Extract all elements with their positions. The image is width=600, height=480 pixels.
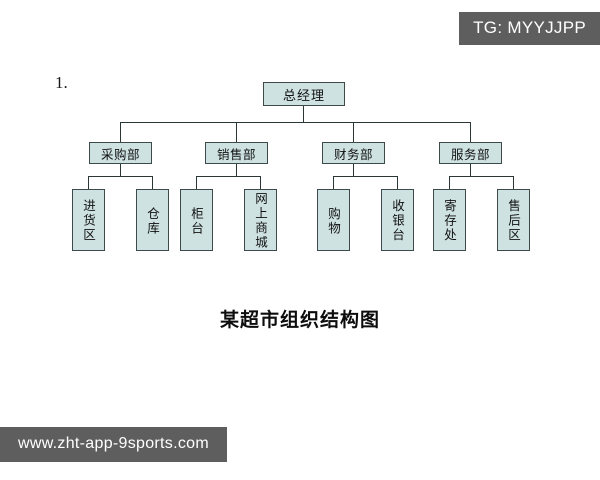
tag-watermark-badge: TG: MYYJJPP [459, 12, 600, 45]
connector-drop-leaf-1b [152, 176, 153, 189]
org-node-leaf-1a: 进货区 [72, 189, 105, 251]
connector-drop-leaf-4a [449, 176, 450, 189]
org-node-dept-1-label: 采购部 [100, 146, 140, 162]
connector-stem-dept-4 [470, 164, 471, 176]
org-node-leaf-4b-label: 售后区 [506, 199, 521, 243]
org-node-dept-1: 采购部 [89, 142, 152, 164]
org-node-dept-3-label: 财务部 [333, 146, 373, 162]
connector-drop-leaf-3b [397, 176, 398, 189]
org-node-dept-3: 财务部 [322, 142, 385, 164]
org-node-dept-2: 销售部 [205, 142, 268, 164]
connector-drop-dept-1 [120, 122, 121, 142]
connector-drop-dept-2 [236, 122, 237, 142]
connector-drop-leaf-3a [333, 176, 334, 189]
org-node-leaf-1b-label: 仓库 [145, 206, 160, 236]
connector-drop-leaf-1a [88, 176, 89, 189]
org-node-dept-2-label: 销售部 [216, 146, 256, 162]
org-node-leaf-2a-label: 柜台 [189, 206, 204, 236]
org-node-leaf-2b-label: 网上商城 [253, 192, 268, 250]
connector-drop-leaf-4b [513, 176, 514, 189]
org-node-leaf-4a: 寄存处 [433, 189, 466, 251]
org-node-leaf-3a: 购物 [317, 189, 350, 251]
connector-drop-leaf-2b [260, 176, 261, 189]
site-watermark-badge: www.zht-app-9sports.com [0, 427, 227, 462]
connector-level1-bus [120, 122, 470, 123]
org-node-root: 总经理 [263, 82, 345, 106]
connector-bus-dept-3 [333, 176, 398, 177]
org-node-leaf-3b: 收银台 [381, 189, 414, 251]
org-node-leaf-2a: 柜台 [180, 189, 213, 251]
org-node-dept-4: 服务部 [439, 142, 502, 164]
connector-stem-dept-2 [236, 164, 237, 176]
org-node-leaf-4b: 售后区 [497, 189, 530, 251]
item-number-label: 1. [55, 73, 68, 92]
org-node-leaf-2b: 网上商城 [244, 189, 277, 251]
org-node-root-label: 总经理 [282, 88, 325, 104]
connector-stem-dept-1 [120, 164, 121, 176]
figure-caption: 某超市组织结构图 [219, 309, 380, 331]
connector-drop-dept-3 [353, 122, 354, 142]
connector-root-stem [303, 106, 304, 123]
org-node-leaf-1a-label: 进货区 [81, 199, 96, 243]
org-node-dept-4-label: 服务部 [450, 146, 490, 162]
org-node-leaf-3b-label: 收银台 [390, 199, 405, 243]
connector-drop-leaf-2a [196, 176, 197, 189]
connector-bus-dept-2 [196, 176, 261, 177]
org-node-leaf-1b: 仓库 [136, 189, 169, 251]
org-node-leaf-3a-label: 购物 [326, 206, 341, 236]
connector-drop-dept-4 [470, 122, 471, 142]
org-node-leaf-4a-label: 寄存处 [442, 199, 457, 243]
connector-bus-dept-4 [449, 176, 514, 177]
connector-bus-dept-1 [88, 176, 153, 177]
connector-stem-dept-3 [353, 164, 354, 176]
